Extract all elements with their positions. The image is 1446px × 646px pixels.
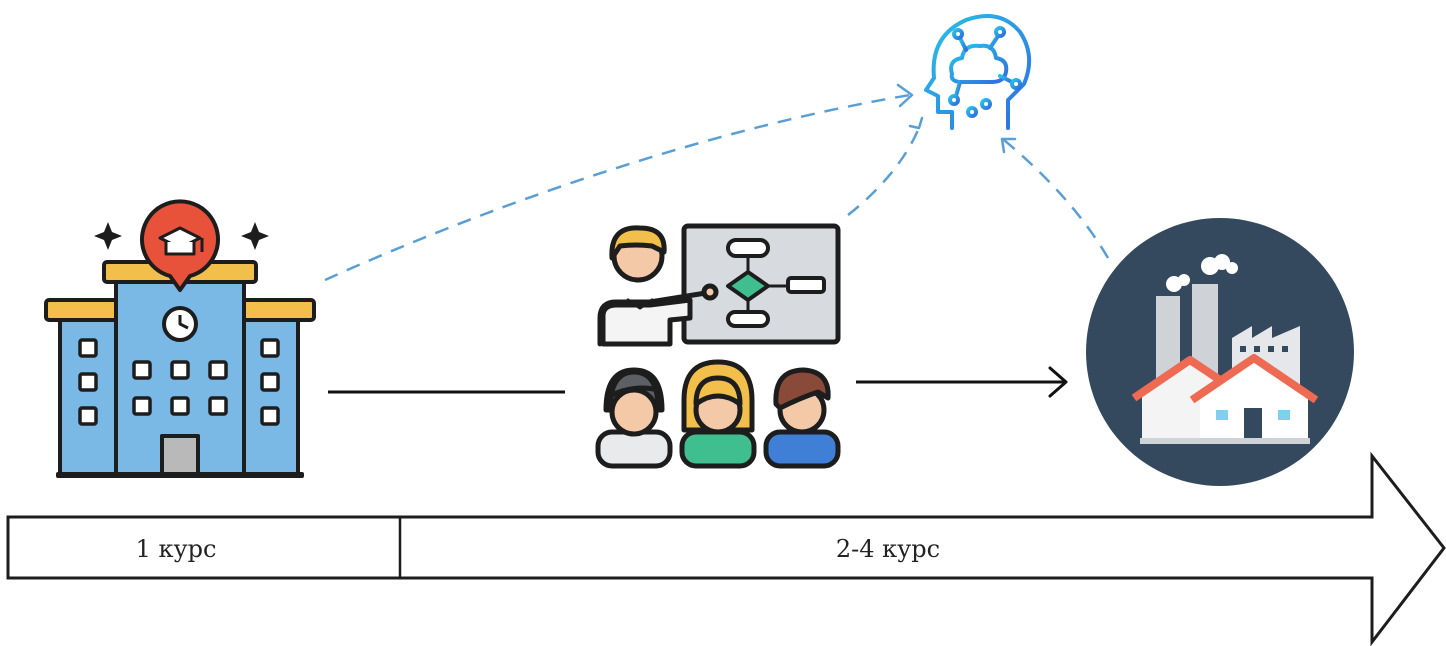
- sparkle-right-icon: [241, 222, 269, 250]
- connector-classroom-to-ai: [848, 130, 918, 215]
- connector-industry-to-ai: [1004, 140, 1108, 258]
- teacher-presentation-icon: [598, 226, 838, 466]
- timeline-label-years-2-4: 2-4 курс: [836, 535, 940, 563]
- university-building-icon: [46, 201, 314, 478]
- timeline-label-year-1: 1 курс: [136, 535, 217, 563]
- factory-icon: [1086, 218, 1354, 486]
- sparkle-left-icon: [94, 222, 122, 250]
- arrowhead-to-ai-center: [910, 118, 922, 128]
- ai-brain-icon: [926, 16, 1029, 128]
